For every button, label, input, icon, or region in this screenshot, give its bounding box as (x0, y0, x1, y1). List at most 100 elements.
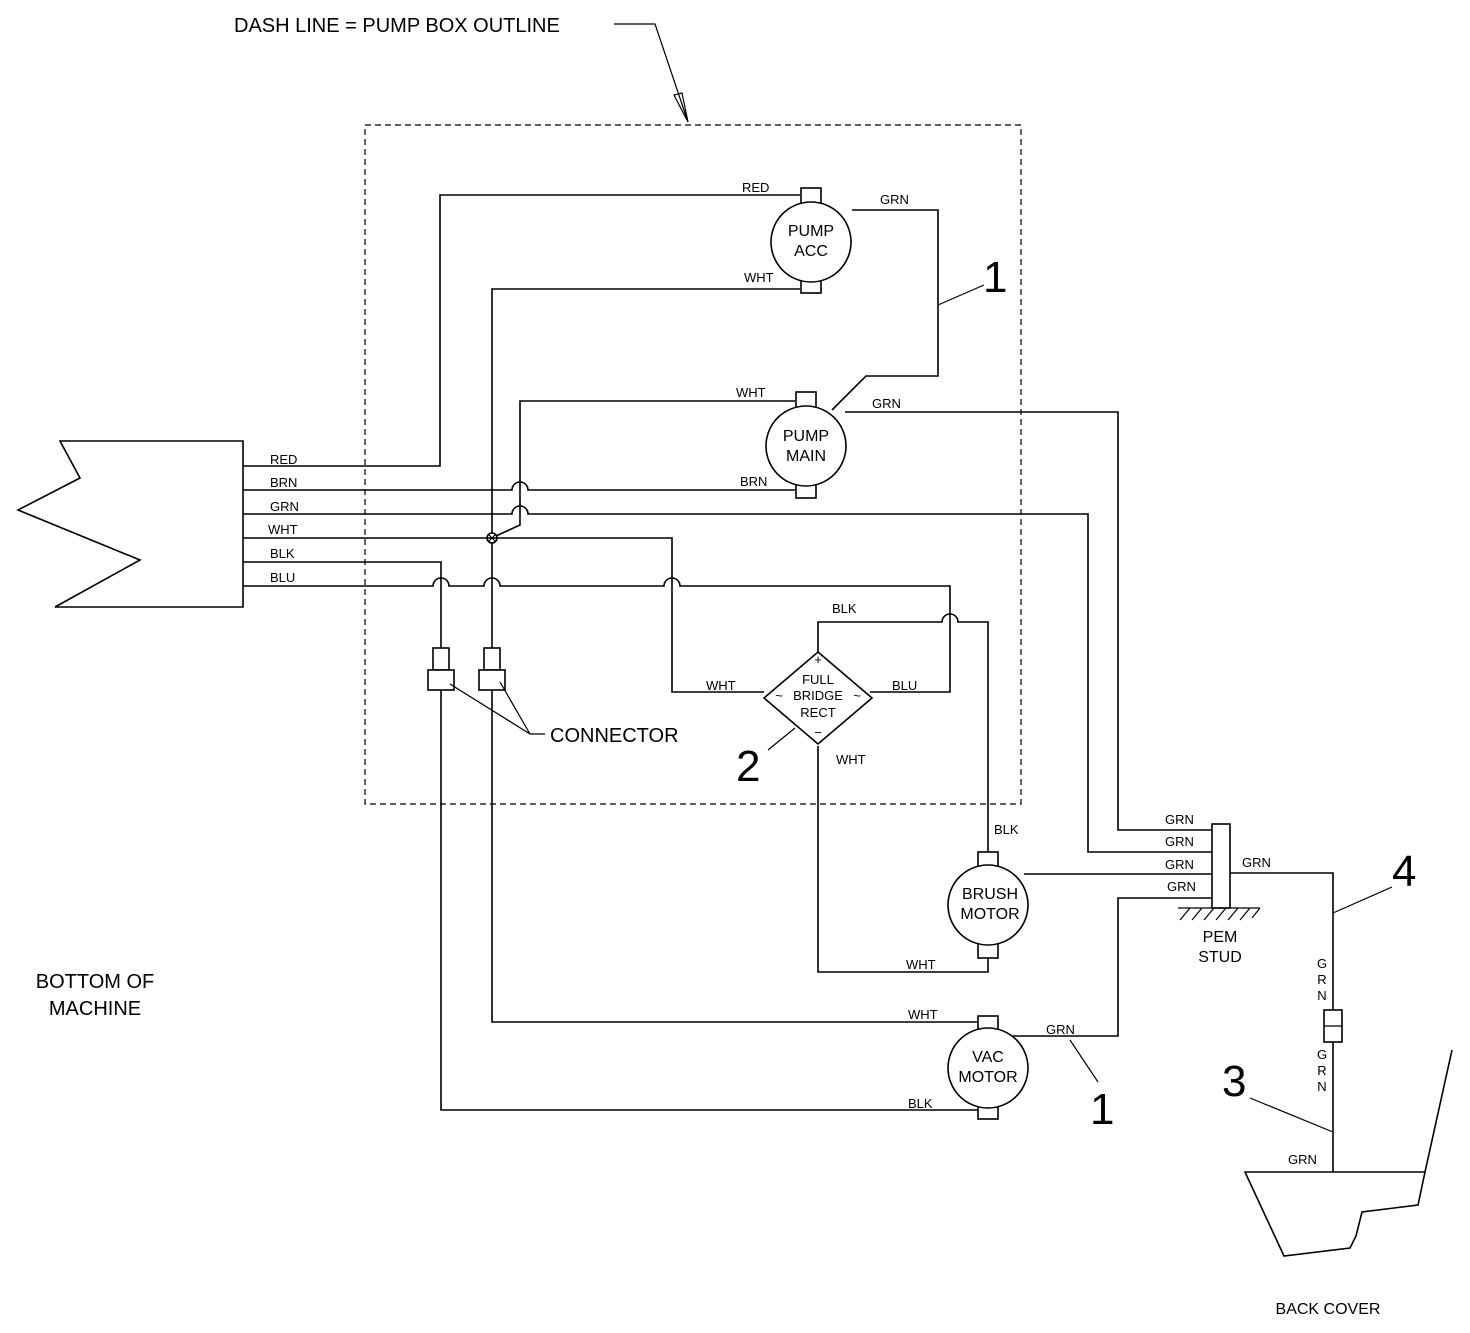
wire-label-main-grn: GRN (872, 396, 901, 411)
back-cover-label: BACK COVER (1276, 1301, 1381, 1318)
wire-grn-main (845, 411, 1212, 831)
callout-line-2 (767, 727, 796, 751)
pump-acc: PUMP ACC (770, 187, 852, 294)
svg-text:R: R (1317, 1063, 1326, 1078)
wire-grn-harness (243, 505, 1212, 853)
wire-label-rect-wht-out: WHT (836, 752, 866, 767)
back-cover-shape (1243, 1171, 1426, 1257)
pump-main: PUMP MAIN (765, 391, 847, 499)
wire-label-brush-wht: WHT (906, 957, 936, 972)
svg-text:N: N (1317, 988, 1326, 1003)
wire-label-rect-blk: BLK (832, 601, 857, 616)
callout-4: 4 (1392, 847, 1416, 896)
wire-label-main-wht: WHT (736, 385, 766, 400)
svg-text:MOTOR: MOTOR (958, 1069, 1017, 1086)
svg-text:~: ~ (853, 688, 861, 703)
svg-text:VAC: VAC (972, 1049, 1004, 1066)
cable-label-blu: BLU (270, 570, 295, 585)
svg-text:PUMP: PUMP (783, 428, 829, 445)
svg-text:+: + (814, 652, 822, 667)
wire-label-stud-grn-2: GRN (1165, 834, 1194, 849)
wire-label-stud-grn-3: GRN (1165, 857, 1194, 872)
wire-label-cover-grn-lower: G R N (1317, 1047, 1327, 1094)
wire-brn (243, 481, 795, 491)
wire-wht-rect-out (817, 746, 989, 973)
svg-text:RECT: RECT (800, 705, 835, 720)
back-cover-edge (1424, 1049, 1453, 1173)
wire-label-rect-wht-in: WHT (706, 678, 736, 693)
wire-grn-acc (831, 209, 939, 411)
callout-1b: 1 (1090, 1085, 1114, 1134)
harness-cable-end (16, 440, 244, 608)
wire-wht-vac (491, 690, 978, 1023)
cable-labels: RED BRN GRN WHT BLK BLU (268, 452, 299, 585)
full-bridge-rectifier: + FULL BRIDGE RECT − ~ ~ (762, 650, 874, 746)
wire-label-vac-wht: WHT (908, 1007, 938, 1022)
cable-label-grn: GRN (270, 499, 299, 514)
wire-label-acc-wht: WHT (744, 270, 774, 285)
svg-text:MOTOR: MOTOR (960, 906, 1019, 923)
callout-line-1a (937, 284, 985, 306)
connector-leader (449, 681, 545, 735)
pem-stud-label-2: STUD (1198, 949, 1242, 966)
wire-label-rect-blu: BLU (892, 678, 917, 693)
diagram-title: DASH LINE = PUMP BOX OUTLINE (234, 15, 560, 37)
wire-label-brush-blk: BLK (994, 822, 1019, 837)
wire-label-stud-grn-4: GRN (1167, 879, 1196, 894)
callout-line-4 (1332, 886, 1393, 914)
wire-label-acc-grn: GRN (880, 192, 909, 207)
ground-symbol (1178, 907, 1261, 921)
cable-label-brn: BRN (270, 475, 297, 490)
wire-wht-main (495, 400, 795, 537)
pem-stud-label-1: PEM (1203, 929, 1238, 946)
svg-text:ACC: ACC (794, 243, 828, 260)
wire-blu-harness (243, 577, 951, 693)
svg-text:~: ~ (775, 688, 783, 703)
vac-motor: VAC MOTOR (947, 1015, 1029, 1120)
wire-grn-vac (1000, 897, 1212, 1037)
connector-left-top (432, 647, 450, 671)
wire-label-stud-grn-out: GRN (1242, 855, 1271, 870)
title-arrow-head (673, 92, 689, 123)
wire-grn-cover (1230, 872, 1334, 1172)
svg-text:G: G (1317, 1047, 1327, 1062)
wire-junction-x (488, 534, 496, 542)
wire-red (243, 194, 800, 467)
callout-1a: 1 (983, 253, 1007, 302)
cable-label-red: RED (270, 452, 297, 467)
svg-text:N: N (1317, 1079, 1326, 1094)
wire-label-main-brn: BRN (740, 474, 767, 489)
callout-line-3 (1249, 1097, 1334, 1133)
wire-wht-harness (243, 537, 764, 693)
bottom-of-machine-line2: MACHINE (49, 998, 141, 1020)
connector-callout: CONNECTOR (550, 725, 679, 747)
bottom-of-machine-line1: BOTTOM OF (36, 971, 155, 993)
connector-left-bottom (427, 669, 455, 691)
svg-text:BRUSH: BRUSH (962, 886, 1018, 903)
wire-label-stud-grn-1: GRN (1165, 812, 1194, 827)
svg-text:MAIN: MAIN (786, 448, 826, 465)
svg-text:−: − (814, 725, 822, 740)
callout-line-1b (1069, 1039, 1099, 1083)
cable-label-wht: WHT (268, 522, 298, 537)
wire-wht-acc (491, 288, 800, 533)
brush-motor: BRUSH MOTOR (947, 851, 1029, 959)
svg-text:R: R (1317, 972, 1326, 987)
svg-text:FULL: FULL (802, 672, 834, 687)
callout-2: 2 (736, 742, 760, 791)
connector-right-bottom (478, 669, 506, 691)
connector-right-top (483, 647, 501, 671)
wire-label-acc-red: RED (742, 180, 769, 195)
wire-blk-vac (440, 690, 978, 1111)
wire-blk-harness (243, 561, 442, 648)
wire-label-vac-blk: BLK (908, 1096, 933, 1111)
wire-label-vac-grn: GRN (1046, 1022, 1075, 1037)
pump-box-outline (364, 124, 1022, 805)
callout-3: 3 (1222, 1057, 1246, 1106)
title-arrow-line (614, 23, 689, 123)
svg-text:G: G (1317, 956, 1327, 971)
pem-stud (1211, 823, 1231, 909)
wire-blk-rect (817, 613, 989, 852)
svg-text:BRIDGE: BRIDGE (793, 688, 843, 703)
